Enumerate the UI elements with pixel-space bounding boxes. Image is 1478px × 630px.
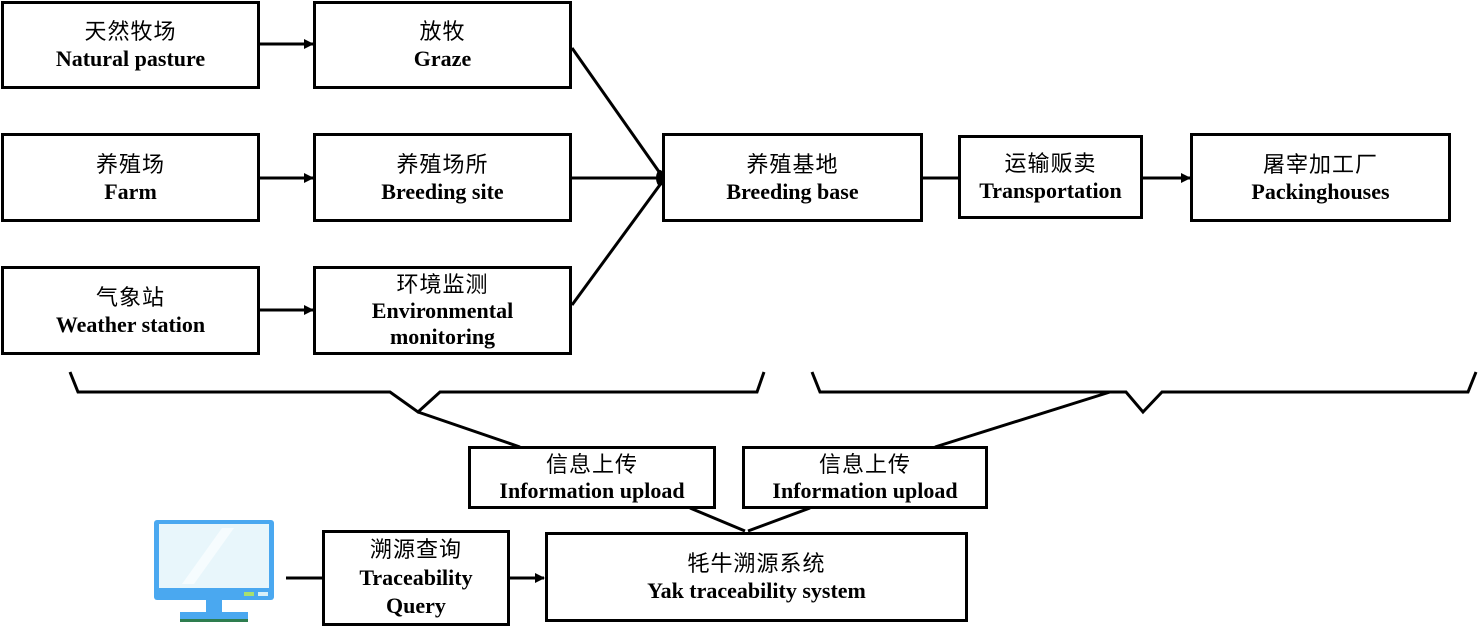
line-brace-to-upload-left — [417, 410, 521, 449]
node-en-label: Breeding base — [726, 178, 859, 204]
node-en-label: Traceability — [359, 565, 473, 590]
node-zh-label: 气象站 — [95, 284, 165, 310]
node-info-upload-right: 信息上传 Information upload — [742, 446, 988, 509]
node-zh-label: 运输贩卖 — [1004, 151, 1097, 176]
node-info-upload-left: 信息上传 Information upload — [468, 446, 716, 509]
node-farm: 养殖场 Farm — [1, 133, 260, 222]
node-en-label: Transportation — [979, 178, 1122, 203]
node-en-label: Breeding site — [381, 178, 504, 204]
node-zh-label: 养殖场 — [95, 151, 165, 177]
right-brace — [810, 371, 1478, 415]
arrow-upload-right-to-system — [747, 506, 811, 533]
node-en-label-line2: Query — [386, 593, 446, 618]
node-environmental-monitoring: 环境监测 Environmental monitoring — [313, 266, 572, 355]
line-graze-to-base — [570, 47, 664, 177]
node-en-label: Farm — [104, 178, 157, 204]
node-en-label: Environmental — [371, 297, 514, 323]
node-transportation: 运输贩卖 Transportation — [958, 135, 1143, 219]
node-zh-label: 环境监测 — [396, 271, 489, 297]
arrow-upload-left-to-system — [689, 506, 746, 533]
node-zh-label: 信息上传 — [818, 451, 911, 477]
node-en-label-line2: monitoring — [389, 323, 496, 349]
node-breeding-site: 养殖场所 Breeding site — [313, 133, 572, 222]
left-brace — [68, 371, 766, 414]
node-natural-pasture: 天然牧场 Natural pasture — [1, 1, 260, 89]
node-en-label: Natural pasture — [55, 46, 206, 71]
node-zh-label: 溯源查询 — [369, 537, 462, 562]
node-breeding-base: 养殖基地 Breeding base — [662, 133, 923, 222]
node-zh-label: 养殖场所 — [396, 151, 489, 177]
node-yak-traceability-system: 牦牛溯源系统 Yak traceability system — [545, 532, 968, 622]
node-en-label: Graze — [413, 46, 472, 71]
node-en-label: Weather station — [55, 311, 206, 337]
node-en-label: Yak traceability system — [647, 578, 866, 603]
node-zh-label: 放牧 — [419, 19, 466, 44]
node-weather-station: 气象站 Weather station — [1, 266, 260, 355]
node-en-label: Packinghouses — [1251, 178, 1390, 204]
node-en-label: Information upload — [499, 477, 685, 503]
node-zh-label: 屠宰加工厂 — [1262, 151, 1378, 177]
node-graze: 放牧 Graze — [313, 1, 572, 89]
node-zh-label: 牦牛溯源系统 — [687, 551, 826, 576]
line-brace-to-upload-right — [934, 390, 1111, 449]
node-packinghouses: 屠宰加工厂 Packinghouses — [1190, 133, 1451, 222]
node-zh-label: 信息上传 — [545, 451, 638, 477]
node-zh-label: 天然牧场 — [84, 19, 177, 44]
node-traceability-query: 溯源查询 Traceability Query — [322, 530, 510, 626]
node-en-label: Information upload — [772, 477, 958, 503]
line-env-to-base — [570, 181, 664, 306]
node-zh-label: 养殖基地 — [746, 151, 839, 177]
computer-monitor-icon — [154, 520, 274, 622]
